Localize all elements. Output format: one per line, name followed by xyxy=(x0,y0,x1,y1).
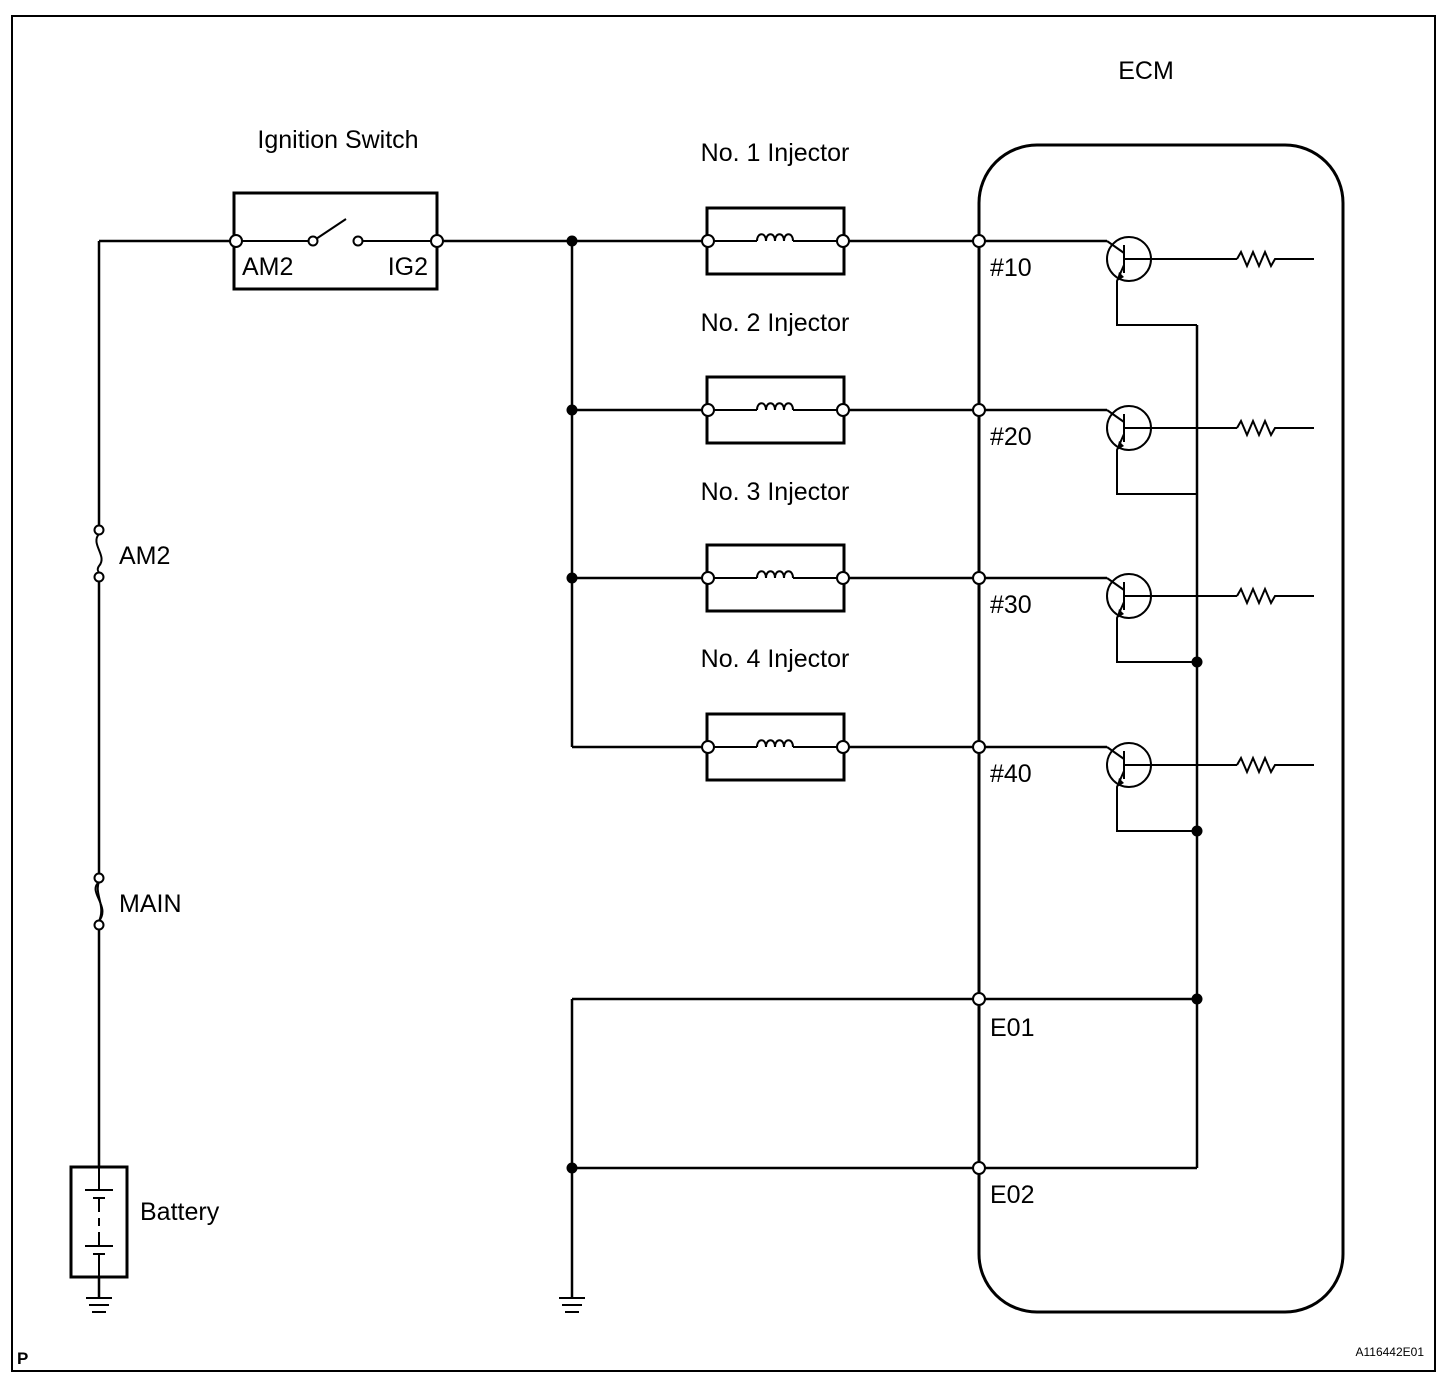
ground-row-e02: E02 xyxy=(566,1161,1197,1209)
fuse-am2-label: AM2 xyxy=(119,542,170,570)
ground-icon xyxy=(86,1297,112,1313)
ecm-pin-label: #10 xyxy=(990,254,1032,282)
injector-terminal-out xyxy=(836,403,850,417)
ignition-switch-label: Ignition Switch xyxy=(257,126,418,154)
corner-code: P xyxy=(17,1349,28,1368)
ecm-pin-terminal xyxy=(972,740,986,754)
injector-terminal-in xyxy=(701,234,715,248)
transistor-lead xyxy=(1106,577,1125,591)
injector-terminal-out xyxy=(836,571,850,585)
transistor-arrow xyxy=(1117,441,1124,450)
transistor-lead xyxy=(1106,409,1125,423)
ecm-pin-label-e01: E01 xyxy=(990,1014,1034,1042)
injector-label: No. 2 Injector xyxy=(701,309,850,337)
transistor-lead xyxy=(1116,601,1197,663)
injector-terminal-out xyxy=(836,740,850,754)
transistor-lead xyxy=(1116,264,1197,326)
ecm-pin-label: #30 xyxy=(990,591,1032,619)
junction-dot xyxy=(566,572,578,584)
ignition-switch: AM2 IG2 xyxy=(229,191,444,291)
injector-label: No. 1 Injector xyxy=(701,139,850,167)
resistor-icon xyxy=(1236,418,1314,438)
injector-row-1: No. 1 Injector #10 xyxy=(572,139,1314,326)
resistor-icon xyxy=(1236,586,1314,606)
injector-label: No. 4 Injector xyxy=(701,645,850,673)
ecm-pin-terminal xyxy=(972,1161,986,1175)
junction-dot xyxy=(1191,825,1203,837)
junction-dot xyxy=(566,404,578,416)
ecm-pin-label-e02: E02 xyxy=(990,1181,1034,1209)
ecm-pin-terminal xyxy=(972,571,986,585)
injector-row-3: No. 3 Injector #30 xyxy=(572,478,1314,663)
battery-label: Battery xyxy=(140,1198,220,1226)
transistor-arrow xyxy=(1117,272,1124,281)
injector-label: No. 3 Injector xyxy=(701,478,850,506)
fuse-main-label: MAIN xyxy=(119,890,182,918)
injector-terminal-out xyxy=(836,234,850,248)
transistor-arrow xyxy=(1117,609,1124,618)
fuse-icon xyxy=(93,524,105,583)
ground-row-e01: E01 xyxy=(572,992,1203,1042)
transistor-icon xyxy=(1106,236,1237,326)
ground-rows: E01 E02 xyxy=(559,992,1203,1313)
ecm-pin-terminal xyxy=(972,992,986,1006)
injector-row-4: No. 4 Injector #40 xyxy=(572,645,1314,832)
transistor-lead xyxy=(1106,240,1125,254)
coil-icon xyxy=(756,739,794,748)
resistor-icon xyxy=(1236,249,1314,269)
coil-icon xyxy=(756,570,794,579)
injector-terminal-in xyxy=(701,403,715,417)
ecm-label: ECM xyxy=(1118,57,1174,85)
injector-row-2: No. 2 Injector #20 xyxy=(572,309,1314,495)
injector-terminal-in xyxy=(701,740,715,754)
transistor-icon xyxy=(1106,573,1237,663)
switch-am2-label: AM2 xyxy=(242,253,293,281)
ecm-box xyxy=(977,143,1345,1314)
ecm-pin-terminal xyxy=(972,234,986,248)
injector-terminal-in xyxy=(701,571,715,585)
diagram-frame xyxy=(11,15,1436,1372)
fusible-link-icon xyxy=(93,872,105,931)
resistor-icon xyxy=(1236,755,1314,775)
injector-rows: No. 1 Injector #10 No. 2 Injector #20 xyxy=(566,139,1314,837)
ground-icon xyxy=(559,1297,585,1313)
figure-id: A116442E01 xyxy=(1355,1345,1424,1359)
transistor-lead xyxy=(1116,433,1197,495)
transistor-icon xyxy=(1106,742,1237,832)
ecm-pin-label: #40 xyxy=(990,760,1032,788)
coil-icon xyxy=(756,402,794,411)
transistor-lead xyxy=(1116,770,1197,832)
junction-dot xyxy=(566,235,578,247)
coil-icon xyxy=(756,233,794,242)
battery-circuit: AM2 MAIN Battery xyxy=(69,239,236,1313)
junction-dot xyxy=(1191,656,1203,668)
ecm-pin-terminal xyxy=(972,403,986,417)
switch-ig2-label: IG2 xyxy=(388,253,428,281)
transistor-icon xyxy=(1106,405,1237,495)
transistor-arrow xyxy=(1117,778,1124,787)
ecm-pin-label: #20 xyxy=(990,423,1032,451)
battery-icon xyxy=(69,1165,129,1279)
transistor-lead xyxy=(1106,746,1125,760)
switch-icon xyxy=(236,218,437,247)
